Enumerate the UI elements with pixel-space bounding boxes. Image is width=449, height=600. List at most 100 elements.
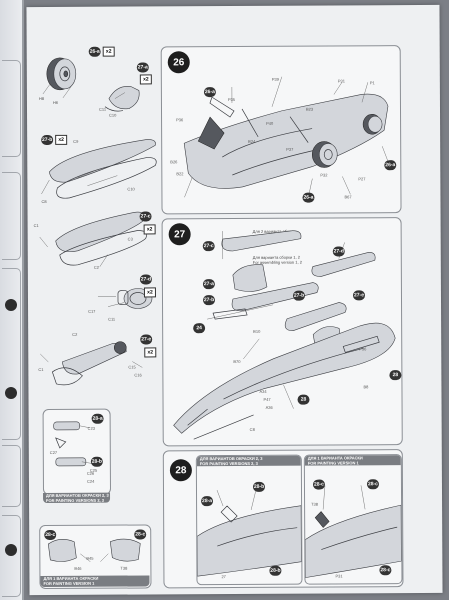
cowling-parts-drawing xyxy=(47,538,141,562)
part-label: C23 xyxy=(87,425,96,431)
part-label: A36 xyxy=(265,404,273,410)
subassembly-i: 28-c 28-c B45 B46 T38 ДЛЯ 1 ВАРИАНТА ОКР… xyxy=(39,524,152,590)
previous-page-panel xyxy=(2,445,21,507)
part-label: C1 xyxy=(38,367,44,373)
variant-header-en: FOR PAINTING VERSION 1 xyxy=(43,580,95,587)
callout-badge: 27-d xyxy=(139,274,152,285)
part-label: C11 xyxy=(98,106,107,112)
part-label: C15 xyxy=(128,364,136,370)
mirror-parts-drawing xyxy=(53,421,94,467)
callout-badge: 28 xyxy=(389,370,402,381)
callout-badge: 28-c xyxy=(379,565,392,576)
quantity-badge: x2 xyxy=(55,134,68,145)
previous-page-panel xyxy=(2,60,21,157)
external-tank-drawing xyxy=(39,211,148,267)
part-label: P31 xyxy=(335,573,343,579)
part-label: C10 xyxy=(109,112,117,118)
callout-badge: 27-a xyxy=(202,279,215,290)
rocket-pod-drawing xyxy=(40,341,143,386)
part-label: B46 xyxy=(74,565,82,571)
fairing-drawing xyxy=(104,86,140,112)
previous-page-panel xyxy=(2,268,21,440)
part-label: C26 xyxy=(86,470,95,476)
callout-badge: 27-b xyxy=(41,134,54,146)
fuselage-gear-drawing xyxy=(183,76,389,198)
subassembly-b: 27-a x2 C11 C10 xyxy=(26,5,439,118)
part-label: P40 xyxy=(266,120,274,126)
step-26-panel: 26 26-a P36 P35 P40 P39 P37 B26 B22 B24 xyxy=(160,45,402,215)
part-label: T38 xyxy=(120,565,128,571)
previous-page-panel xyxy=(2,515,21,597)
instruction-page: 26-a x2 H8 H6 27-a x2 C11 C10 27-b x2 C9… xyxy=(26,4,443,596)
part-label: 27 xyxy=(221,574,226,580)
subassembly-a: 26-a x2 H8 H6 xyxy=(26,5,439,105)
part-label: B70 xyxy=(233,358,241,365)
callout-badge: 28-b xyxy=(269,565,282,576)
quantity-badge: x2 xyxy=(143,224,156,235)
part-label: C24 xyxy=(86,478,95,484)
part-label: B26 xyxy=(170,159,178,165)
callout-badge: 27-c xyxy=(202,241,215,252)
helicopter-weapons-drawing xyxy=(173,230,396,440)
part-label: P27 xyxy=(358,176,366,182)
tank-halves-drawing xyxy=(41,139,157,199)
callout-badge: 28-b xyxy=(90,456,103,467)
callout-badge: 28-a xyxy=(201,496,214,507)
callout-badge: 28 xyxy=(297,394,310,405)
part-label: P39 xyxy=(271,76,279,82)
callout-badge: 27-d xyxy=(332,246,345,257)
part-label: P36 xyxy=(176,117,184,123)
nose-detail-drawing xyxy=(304,485,402,578)
part-label: C2 xyxy=(93,264,99,270)
variant-header-en: FOR PAINTING VERSIONS 2, 3 xyxy=(46,497,104,503)
part-label: C3 xyxy=(127,236,133,242)
part-label: B67 xyxy=(344,194,352,200)
part-label: C17 xyxy=(88,308,96,314)
previous-page-edge xyxy=(0,0,24,600)
part-label: B45 xyxy=(86,555,94,561)
callout-badge: 26-a xyxy=(384,160,397,171)
callout-badge: 26-a xyxy=(203,87,216,98)
part-label: B24 xyxy=(248,138,256,144)
part-label: P1 xyxy=(369,80,375,86)
part-label: B8 xyxy=(363,384,369,390)
part-label: B22 xyxy=(176,171,184,177)
nose-detail-drawing xyxy=(196,485,302,577)
quantity-badge: x2 xyxy=(143,287,156,298)
part-label: B23 xyxy=(305,106,314,112)
callout-badge: 27-e xyxy=(140,334,153,345)
subassembly-f: 27-e x2 C2 C15 C16 C1 xyxy=(26,5,439,386)
step-27-panel: 27 Для 2 варианта сборкиFor assembling v… xyxy=(161,217,403,447)
callout-badge: 24 xyxy=(193,323,206,334)
part-label: P36 xyxy=(359,346,367,352)
subassembly-c: 27-b x2 C9 C10 C8 xyxy=(26,5,439,204)
part-label: C1 xyxy=(33,223,39,229)
quantity-badge: x2 xyxy=(139,74,152,85)
part-label: P31 xyxy=(337,78,345,84)
previous-page-callout xyxy=(5,387,17,399)
subassembly-e: 27-d x2 C17 C11 xyxy=(26,5,439,322)
part-label: P32 xyxy=(320,172,328,178)
callout-badge: 27-c xyxy=(139,211,152,222)
part-label: P47 xyxy=(263,396,271,402)
wheel-drawing xyxy=(42,57,77,99)
previous-page-callout xyxy=(5,544,17,556)
callout-badge: 26-a xyxy=(88,46,101,57)
part-label: C9 xyxy=(73,138,79,144)
part-label: P37 xyxy=(286,146,294,152)
part-label: H8 xyxy=(38,95,45,102)
quantity-badge: x2 xyxy=(102,46,115,57)
quantity-badge: x2 xyxy=(144,347,157,358)
previous-page-callout xyxy=(5,299,17,311)
callout-badge: 26-a xyxy=(302,192,315,203)
part-label: P35 xyxy=(227,96,236,103)
part-label: C8 xyxy=(249,426,255,432)
callout-badge: 27-e xyxy=(352,290,366,301)
